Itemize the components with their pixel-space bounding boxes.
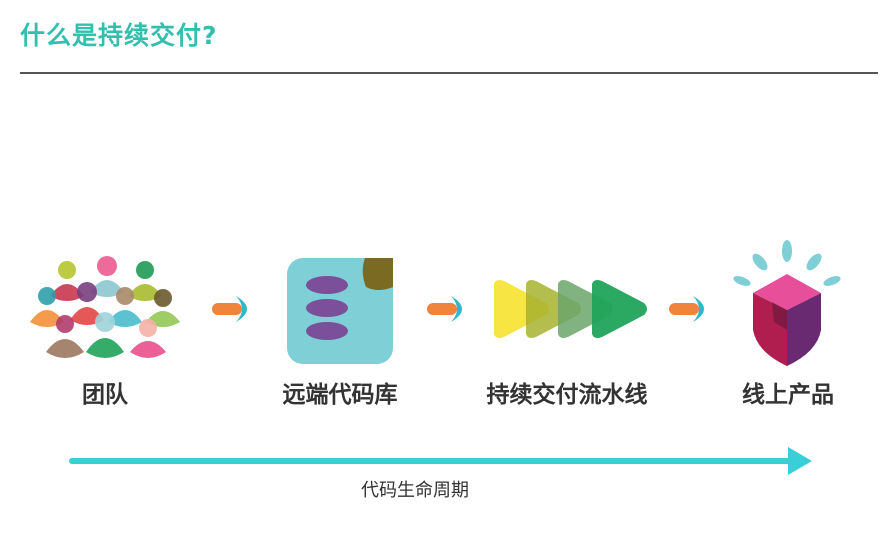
title-divider <box>20 72 878 74</box>
stage-label-repository: 远端代码库 <box>282 382 398 408</box>
stage-label-pipeline: 持续交付流水线 <box>486 382 648 408</box>
page-title: 什么是持续交付? <box>20 21 218 50</box>
stage-label-team: 团队 <box>82 382 128 408</box>
lifecycle-arrow <box>69 447 812 475</box>
product-cube-icon <box>733 240 841 366</box>
repository-icon <box>287 258 393 364</box>
pipeline-icon <box>494 280 647 338</box>
connector-1-icon <box>212 296 247 322</box>
team-icon <box>30 256 180 358</box>
connector-2-icon <box>427 296 462 322</box>
connector-3-icon <box>669 296 704 322</box>
lifecycle-label: 代码生命周期 <box>361 480 469 501</box>
stage-label-product: 线上产品 <box>742 382 834 408</box>
